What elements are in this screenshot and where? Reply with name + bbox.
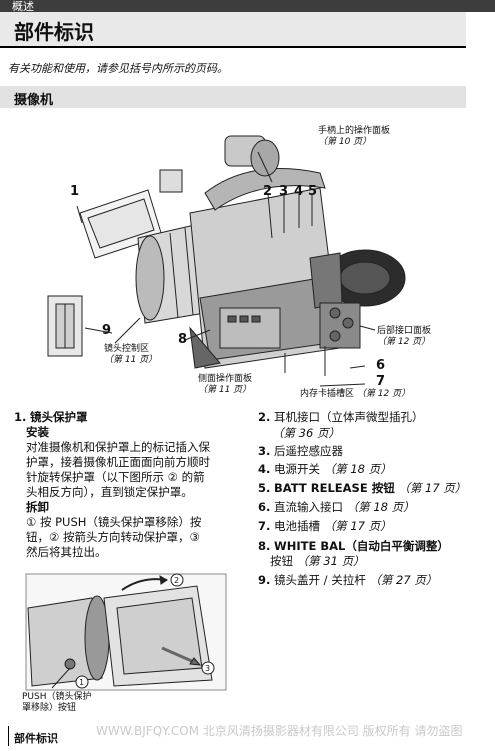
callout-rear-panel-label: 后部接口面板 bbox=[377, 326, 432, 336]
item-number: 6. bbox=[258, 500, 271, 514]
item-page: （第 17 页） bbox=[398, 481, 467, 495]
callout-number-3: 3 bbox=[279, 184, 289, 199]
callout-lens-area-label: 镜头控制区 bbox=[104, 344, 150, 354]
callout-side-panel: 侧面操作面板 （第 11 页） bbox=[198, 374, 252, 396]
item-1-title: 镜头保护罩 bbox=[30, 410, 88, 424]
callout-rear-panel: 后部接口面板 （第 12 页） bbox=[377, 326, 431, 348]
callout-number-7: 7 bbox=[376, 374, 386, 389]
callout-memory-slot-label: 内存卡插槽区 bbox=[300, 389, 355, 399]
callout-lens-area: 镜头控制区 （第 11 页） bbox=[104, 344, 157, 366]
item-4: 4. 电源开关 （第 18 页） bbox=[258, 462, 392, 477]
watermark: WWW.BJFQY.COM 北京风清扬摄影器材有限公司 版权所有 请勿盗图 bbox=[96, 724, 463, 738]
item-1-remove-heading: 拆卸 bbox=[26, 500, 49, 514]
section-bar: 摄像机 bbox=[0, 86, 466, 108]
svg-text:1: 1 bbox=[79, 678, 84, 687]
item-text: 镜头盖开 / 关拉杆 bbox=[274, 573, 366, 587]
callout-handle-panel-page: （第 10 页） bbox=[318, 137, 372, 147]
callout-side-panel-label: 侧面操作面板 bbox=[198, 374, 253, 384]
item-8-line2: 按钮 （第 31 页） bbox=[270, 554, 365, 569]
push-button-label: PUSH（镜头保护 罩移除）按钮 bbox=[22, 692, 92, 714]
item-7: 7. 电池插槽 （第 17 页） bbox=[258, 519, 392, 534]
item-text: 直流输入接口 bbox=[274, 500, 344, 514]
item-number: 3. bbox=[258, 444, 271, 458]
page-title-box: 部件标识 bbox=[0, 12, 466, 48]
item-text: 耳机接口（立体声微型插孔） bbox=[274, 410, 424, 424]
footer-rule bbox=[8, 726, 9, 746]
svg-text:3: 3 bbox=[205, 664, 210, 673]
lens-hood-figure: 2 3 1 PUSH（镜头保护 罩移除）按钮 bbox=[22, 568, 244, 718]
item-8: 8. WHITE BAL（自动白平衡调整） bbox=[258, 539, 449, 554]
item-1-install-line: 对准摄像机和保护罩上的标记插入保 bbox=[26, 440, 210, 454]
item-text: BATT RELEASE 按钮 bbox=[274, 481, 395, 495]
item-1-remove-line: ① 按 PUSH（镜头保护罩移除）按 bbox=[26, 515, 202, 529]
chapter-label: 概述 bbox=[12, 0, 34, 13]
lens-hood-illustration: 2 3 1 bbox=[25, 573, 227, 691]
item-page: （第 18 页） bbox=[346, 500, 415, 514]
item-number: 2. bbox=[258, 410, 271, 424]
item-2: 2. 耳机接口（立体声微型插孔） bbox=[258, 410, 424, 425]
item-1-remove-line: 钮，② 按箭头方向转动保护罩，③ bbox=[26, 530, 200, 544]
callout-memory-slot-page: （第 12 页） bbox=[356, 389, 411, 399]
push-button-label-line: 罩移除）按钮 bbox=[22, 703, 77, 713]
item-9: 9. 镜头盖开 / 关拉杆 （第 27 页） bbox=[258, 573, 437, 588]
item-6: 6. 直流输入接口 （第 18 页） bbox=[258, 500, 415, 515]
callout-number-2: 2 bbox=[263, 184, 273, 199]
callout-memory-slot: 内存卡插槽区 （第 12 页） bbox=[300, 389, 410, 400]
item-3: 3. 后遥控感应器 bbox=[258, 444, 343, 459]
item-2-page: （第 36 页） bbox=[272, 426, 340, 440]
item-page: （第 31 页） bbox=[296, 554, 365, 568]
item-text: 按钮 bbox=[270, 554, 293, 568]
item-1-install-line: 护罩，接着摄像机正面面向前方顺时 bbox=[26, 455, 210, 469]
camera-diagram: 手柄上的操作面板 （第 10 页） 镜头控制区 （第 11 页） 侧面操作面板 … bbox=[20, 118, 470, 404]
callout-number-5: 5 bbox=[308, 184, 318, 199]
callout-number-1: 1 bbox=[70, 184, 80, 199]
callout-handle-panel: 手柄上的操作面板 （第 10 页） bbox=[318, 126, 390, 148]
item-1-install-line: 针旋转保护罩（以下图所示 ② 的箭 bbox=[26, 470, 205, 484]
camera-illustration bbox=[47, 135, 406, 387]
callout-handle-panel-label: 手柄上的操作面板 bbox=[318, 126, 391, 136]
svg-text:2: 2 bbox=[174, 576, 179, 585]
item-1-number: 1. bbox=[14, 410, 27, 424]
item-1: 1. 镜头保护罩 安装 对准摄像机和保护罩上的标记插入保 护罩，接着摄像机正面面… bbox=[14, 410, 244, 560]
item-1-install-heading: 安装 bbox=[26, 425, 49, 439]
callout-side-panel-page: （第 11 页） bbox=[198, 385, 252, 395]
callout-number-4: 4 bbox=[294, 184, 304, 199]
item-1-remove-line: 然后将其拉出。 bbox=[26, 545, 107, 559]
section-title: 摄像机 bbox=[14, 93, 54, 108]
footer-title: 部件标识 bbox=[14, 732, 58, 745]
item-number: 7. bbox=[258, 519, 271, 533]
push-button-label-line: PUSH（镜头保护 bbox=[22, 692, 92, 702]
item-number: 8. bbox=[258, 539, 271, 553]
chapter-bar: 概述 bbox=[0, 0, 495, 13]
item-number: 5. bbox=[258, 481, 271, 495]
item-text: 电源开关 bbox=[274, 462, 321, 476]
callout-lens-area-page: （第 11 页） bbox=[104, 355, 158, 365]
item-page: （第 17 页） bbox=[323, 519, 392, 533]
item-page: （第 18 页） bbox=[323, 462, 392, 476]
item-text: WHITE BAL（自动白平衡调整） bbox=[274, 539, 449, 553]
callout-number-6: 6 bbox=[376, 358, 386, 373]
item-text: 电池插槽 bbox=[274, 519, 321, 533]
item-number: 4. bbox=[258, 462, 271, 476]
item-1-install-line: 头相反方向），直到锁定保护罩。 bbox=[26, 485, 193, 499]
callout-rear-panel-page: （第 12 页） bbox=[377, 337, 431, 347]
item-page: （第 27 页） bbox=[369, 573, 438, 587]
page-title: 部件标识 bbox=[14, 20, 94, 44]
callout-number-9: 9 bbox=[102, 323, 112, 338]
intro-text: 有关功能和使用，请参见括号内所示的页码。 bbox=[8, 62, 228, 75]
item-5: 5. BATT RELEASE 按钮 （第 17 页） bbox=[258, 481, 466, 496]
item-number: 9. bbox=[258, 573, 271, 587]
callout-number-8: 8 bbox=[178, 332, 188, 347]
item-text: 后遥控感应器 bbox=[274, 444, 344, 458]
